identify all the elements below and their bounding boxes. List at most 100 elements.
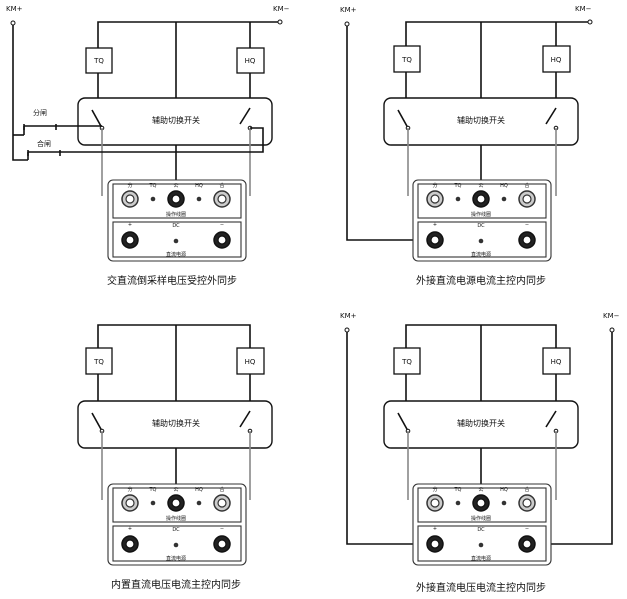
panel-label-close: 合 [524,182,529,189]
aux-switch-box [383,400,579,449]
panel-label-close: 合 [219,182,224,189]
dc-label: DC [477,223,485,229]
aux-switch-label: 辅助切换开关 [152,418,200,428]
hq-coil-box [236,47,265,74]
dc-label: DC [172,527,180,533]
tq-label: TQ [401,358,412,366]
km-minus-terminal [277,19,283,25]
panel-label-hq: HQ [195,487,203,493]
tq-coil-box [393,347,421,375]
coil-label: 操作线圈 [166,515,186,522]
km-plus-terminal [10,20,16,26]
panel-label-open: 分 [432,182,437,189]
hq-label: HQ [245,358,256,366]
top-bus-wire [97,21,278,28]
km-plus-terminal [344,21,350,27]
hq-label: HQ [551,358,562,366]
km-plus-label: KM+ [340,6,357,14]
coil-label: 操作线圈 [471,211,491,218]
dc-supply-label: 直流电源 [471,251,491,258]
km-minus-label: KM− [575,5,592,13]
aux-switch-label: 辅助切换开关 [152,115,200,125]
diagram-external-dc-source-sync: KM+ KM− TQ HQ 辅助切换开关 分 TQ 公 HQ 合 [340,5,593,287]
hq-label: HQ [245,57,256,65]
diagram-caption: 交直流倒采样电压受控外同步 [107,274,237,287]
panel-label-close: 合 [219,486,224,493]
close-label: 合闸 [37,139,51,148]
km-plus-wire [346,332,436,545]
diagram-ac-dc-external-sync: KM+ KM− TQ HQ 辅助切换开关 分闸 [6,5,290,287]
diagram-internal-dc-sync: TQ HQ 辅助切换开关 分 TQ 公 HQ 合 操作线圈 + DC − [77,324,273,591]
hq-indicator [501,196,507,202]
hq-coil-box [236,347,265,375]
km-plus-wire [346,26,436,241]
panel-label-hq: HQ [500,183,508,189]
km-minus-terminal [587,19,593,25]
km-minus-label: KM− [273,5,290,13]
aux-switch-label: 辅助切换开关 [457,418,505,428]
tq-label: TQ [93,358,104,366]
dc-supply-label: 直流电源 [471,555,491,562]
diagram-caption: 外接直流电压电流主控内同步 [416,581,546,594]
open-label: 分闸 [33,108,47,117]
aux-switch-box [77,97,273,146]
hq-indicator [196,500,202,506]
panel-label-common: 公 [173,487,178,493]
tq-label: TQ [401,56,412,64]
dc-minus-label: − [220,222,224,228]
dc-minus-label: − [525,222,529,228]
dc-minus-label: − [220,526,224,532]
hq-indicator [196,196,202,202]
panel-label-tq: TQ [149,487,157,493]
tq-coil-box [393,45,421,73]
diagram-external-dc-voltage-sync: KM+ KM− TQ HQ 辅助切换开关 分 TQ 公 HQ 合 [340,312,620,594]
tq-indicator [150,196,156,202]
dc-indicator [173,542,179,548]
panel-label-hq: HQ [500,487,508,493]
panel-label-close: 合 [524,486,529,493]
tq-coil-box [85,347,113,375]
tq-label: TQ [93,57,104,65]
dc-indicator [478,542,484,548]
dc-plus-label: + [128,222,132,228]
hq-indicator [501,500,507,506]
dc-supply-label: 直流电源 [166,555,186,562]
panel-label-common: 公 [478,183,483,189]
dc-indicator [173,238,179,244]
dc-indicator [478,238,484,244]
coil-label: 操作线圈 [166,211,186,218]
km-plus-label: KM+ [340,312,357,320]
panel-label-open: 分 [432,486,437,493]
km-minus-label: KM− [603,312,620,320]
tq-coil-box [85,47,113,74]
dc-label: DC [172,223,180,229]
aux-switch-box [383,97,579,146]
panel-label-common: 公 [173,183,178,189]
aux-switch-box [77,400,273,449]
dc-plus-label: + [433,222,437,228]
panel-label-tq: TQ [149,183,157,189]
dc-plus-label: + [128,526,132,532]
tq-indicator [455,196,461,202]
tq-indicator [150,500,156,506]
km-plus-label: KM+ [6,5,23,13]
km-minus-terminal [609,327,615,333]
panel-label-tq: TQ [454,487,462,493]
dc-minus-label: − [525,526,529,532]
aux-switch-label: 辅助切换开关 [457,115,505,125]
km-plus-terminal [344,327,350,333]
km-minus-wire [528,332,613,545]
panel-label-open: 分 [127,182,132,189]
diagram-caption: 内置直流电压电流主控内同步 [111,578,241,591]
tq-indicator [455,500,461,506]
dc-label: DC [477,527,485,533]
dc-plus-label: + [433,526,437,532]
diagram-caption: 外接直流电源电流主控内同步 [416,274,546,287]
panel-label-common: 公 [478,487,483,493]
panel-label-tq: TQ [454,183,462,189]
panel-label-hq: HQ [195,183,203,189]
hq-label: HQ [551,56,562,64]
panel-label-open: 分 [127,486,132,493]
dc-supply-label: 直流电源 [166,251,186,258]
